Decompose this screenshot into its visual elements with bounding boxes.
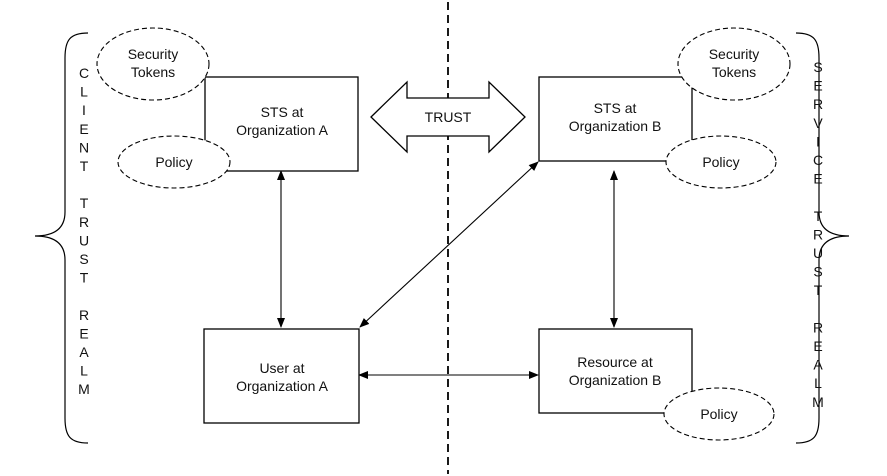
label-line: Tokens (712, 64, 756, 80)
sts-org-b-box (538, 76, 693, 162)
realm-letter: S (79, 251, 88, 267)
label-line: User at (259, 360, 304, 376)
policy-resource-b-label: Policy (700, 406, 737, 422)
resource-org-b-label: Resource at Organization B (569, 354, 662, 388)
realm-letter: A (813, 357, 823, 373)
label-line: Organization A (236, 122, 328, 138)
realm-letter: I (816, 133, 820, 149)
trust-double-arrow (370, 80, 526, 154)
realm-letter: E (79, 325, 88, 341)
realm-letter: M (78, 381, 90, 397)
sts-org-a-box (204, 76, 359, 172)
realm-letter: T (80, 195, 89, 211)
realm-letter: L (80, 363, 88, 379)
client-realm-brace (34, 32, 89, 444)
realm-letter: S (813, 264, 822, 280)
realm-letter: S (813, 59, 822, 75)
realm-letter: R (813, 319, 823, 335)
sts-org-a-label: STS at Organization A (236, 104, 328, 138)
realm-letter: R (813, 96, 823, 112)
realm-letter: I (82, 102, 86, 118)
label-line: Resource at (577, 354, 653, 370)
sts-org-b-label: STS at Organization B (569, 100, 662, 134)
realm-letter: U (813, 245, 823, 261)
trust-label: TRUST (425, 109, 472, 125)
realm-letter: M (812, 394, 824, 410)
label-line: STS at (261, 104, 304, 120)
security-tokens-b-ellipse (677, 27, 791, 101)
label-line: Organization A (236, 378, 328, 394)
user-a-sts-b-arrow (359, 161, 539, 328)
label-line: STS at (594, 100, 637, 116)
realm-letter: R (813, 226, 823, 242)
realm-letter: U (79, 232, 89, 248)
realm-letter: C (813, 152, 823, 168)
realm-letter: E (79, 121, 88, 137)
label-line: Security (709, 46, 760, 62)
resource-org-b-box (538, 328, 693, 414)
label-line: Tokens (131, 64, 175, 80)
realm-letter: V (813, 115, 823, 131)
policy-b-label: Policy (702, 154, 739, 170)
service-realm-brace (795, 32, 850, 444)
realm-letter: T (814, 208, 823, 224)
policy-a-label: Policy (155, 154, 192, 170)
label-line: Policy (702, 154, 739, 170)
realm-letter: N (79, 139, 89, 155)
policy-b-ellipse (665, 135, 777, 189)
realm-letter: E (813, 171, 822, 187)
realm-letter: L (814, 375, 822, 391)
label-line: Policy (700, 406, 737, 422)
policy-a-ellipse (117, 135, 231, 189)
realm-letter: C (79, 65, 89, 81)
label-line: Organization B (569, 372, 662, 388)
policy-resource-b-ellipse (663, 387, 775, 441)
realm-letter: E (813, 338, 822, 354)
label-line: Organization B (569, 118, 662, 134)
user-org-a-label: User at Organization A (236, 360, 328, 394)
realm-letter: T (80, 158, 89, 174)
user-org-a-box (203, 328, 360, 424)
realm-letter: R (79, 214, 89, 230)
realm-letter: A (79, 344, 89, 360)
label-line: Security (128, 46, 179, 62)
label-line: Policy (155, 154, 192, 170)
security-tokens-a-ellipse (96, 27, 210, 101)
realm-letter: T (80, 270, 89, 286)
realm-letter: L (80, 84, 88, 100)
realm-letter: E (813, 78, 822, 94)
realm-letter: R (79, 307, 89, 323)
realm-letter: T (814, 282, 823, 298)
